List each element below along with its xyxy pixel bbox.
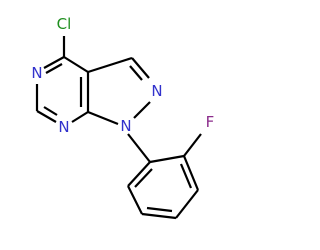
nitrogen-n5-label: N bbox=[31, 64, 42, 82]
bond-c3-n2-inner bbox=[129, 65, 143, 81]
molecule-diagram: Cl N N N N F bbox=[31, 15, 214, 220]
bond-c2p-f bbox=[183, 133, 202, 157]
bonds bbox=[35, 36, 202, 220]
bond-c4p-c5p-inner bbox=[146, 206, 173, 213]
bond-c2p-c3p-inner bbox=[179, 163, 193, 189]
bond-c3a-c4 bbox=[63, 56, 89, 73]
bond-c4-n5-inner bbox=[45, 63, 63, 74]
nitrogen-n7-label: N bbox=[58, 118, 69, 136]
bond-c3p-c4p bbox=[175, 189, 199, 219]
bond-n1-c7a bbox=[87, 110, 119, 126]
fluorine-label: F bbox=[206, 113, 215, 131]
bond-c2p-c3p bbox=[182, 155, 200, 191]
bond-c3-n2 bbox=[131, 57, 150, 79]
bond-c6-n7-inner bbox=[43, 106, 58, 116]
bond-c6-n7 bbox=[36, 110, 57, 123]
chlorine-label: Cl bbox=[57, 15, 72, 33]
bond-c4p-c5p bbox=[141, 212, 177, 220]
bond-c1p-c2p bbox=[149, 154, 185, 164]
nitrogen-n2-label: N bbox=[151, 82, 162, 100]
bond-c4-n5 bbox=[43, 56, 65, 69]
bond-c3a-c3 bbox=[87, 56, 133, 74]
bond-c6p-c1p bbox=[127, 161, 151, 187]
bond-n1-c1p bbox=[127, 133, 151, 163]
nitrogen-n1-label: N bbox=[120, 117, 131, 135]
bond-n2-n1 bbox=[133, 101, 151, 119]
bond-c6p-c1p-inner bbox=[134, 168, 153, 188]
bond-c5p-c6p bbox=[127, 185, 143, 215]
bond-n7-c7a bbox=[71, 111, 89, 123]
atom-labels: Cl N N N N F bbox=[31, 15, 214, 136]
